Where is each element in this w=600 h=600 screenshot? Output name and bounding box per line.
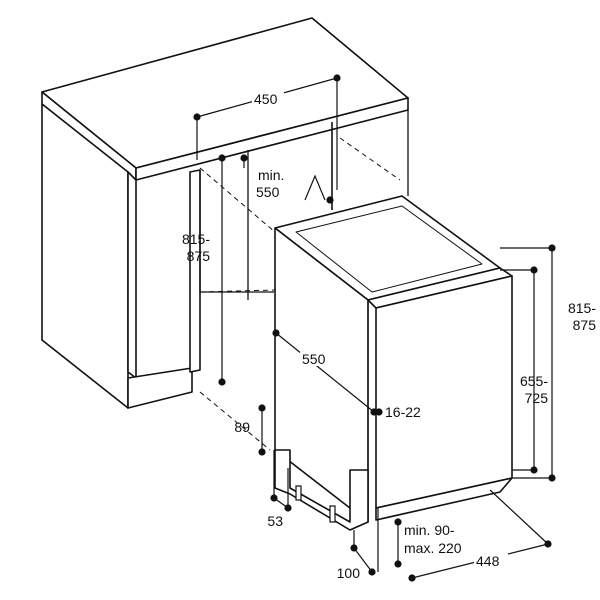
label-total-height-b: 875 xyxy=(573,317,597,333)
label-total-height-a: 815- xyxy=(568,300,596,316)
label-foot-offset: 53 xyxy=(267,513,283,529)
dishwasher-feet xyxy=(295,485,336,523)
label-appliance-depth: 550 xyxy=(302,351,326,367)
label-cabinet-depth-min: min. xyxy=(258,167,284,183)
label-cabinet-height-a: 815- xyxy=(182,231,210,247)
niche-lines xyxy=(199,110,409,300)
label-door-height-a: 655- xyxy=(520,373,548,389)
dishwasher-plinth xyxy=(274,449,369,531)
dimension-markers xyxy=(193,74,556,582)
dishwasher-door xyxy=(375,275,513,509)
label-door-height-b: 725 xyxy=(525,390,549,406)
dishwasher-top-inset xyxy=(295,205,483,293)
cabinet-plinth xyxy=(127,367,193,409)
dishwasher-door-base xyxy=(375,477,513,521)
label-door-gap-min: min. 90- xyxy=(404,522,455,538)
label-cabinet-height-b: 875 xyxy=(187,248,211,264)
label-door-offset: 16-22 xyxy=(385,404,421,420)
dishwasher xyxy=(274,195,513,531)
label-door-gap-max: max. 220 xyxy=(404,540,462,556)
kitchen-cabinet xyxy=(41,17,409,409)
label-plinth-height: 89 xyxy=(234,419,250,435)
cabinet-inner-panel xyxy=(189,169,201,373)
label-plinth-recess: 100 xyxy=(337,565,361,581)
label-cabinet-depth-value: 550 xyxy=(256,184,280,200)
cabinet-front-strip xyxy=(127,171,137,379)
label-cabinet-width: 450 xyxy=(254,91,278,107)
label-appliance-width: 448 xyxy=(476,553,500,569)
